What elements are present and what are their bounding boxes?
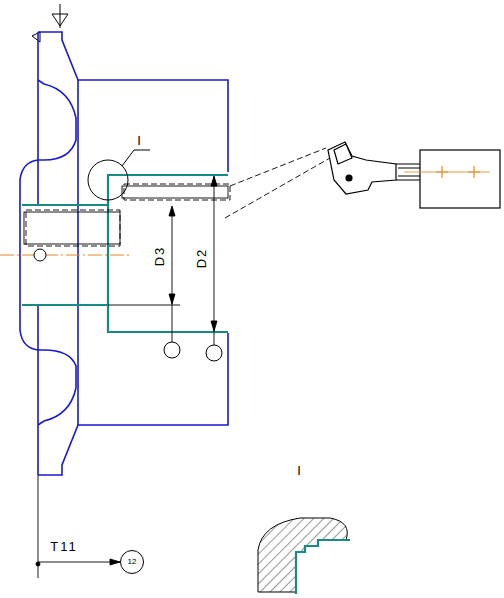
callout-text: 12: [128, 558, 137, 566]
dimension-label: T11: [50, 540, 77, 553]
detail-view: [258, 518, 350, 594]
detail-label: I: [137, 134, 143, 147]
dimension-label: D2: [195, 248, 208, 269]
tool-path: [26, 148, 330, 246]
dimension-label: D3: [153, 246, 166, 267]
dimension-line: [36, 176, 217, 578]
tool-path-solid: [24, 186, 228, 244]
boring-tool: [328, 142, 500, 208]
machined-surface: [22, 175, 228, 332]
detail-label: I: [297, 464, 303, 477]
centerline: [0, 255, 130, 256]
callout-number: 12: [120, 550, 144, 574]
part-outline: [20, 32, 228, 475]
detail-callout: [88, 150, 150, 200]
